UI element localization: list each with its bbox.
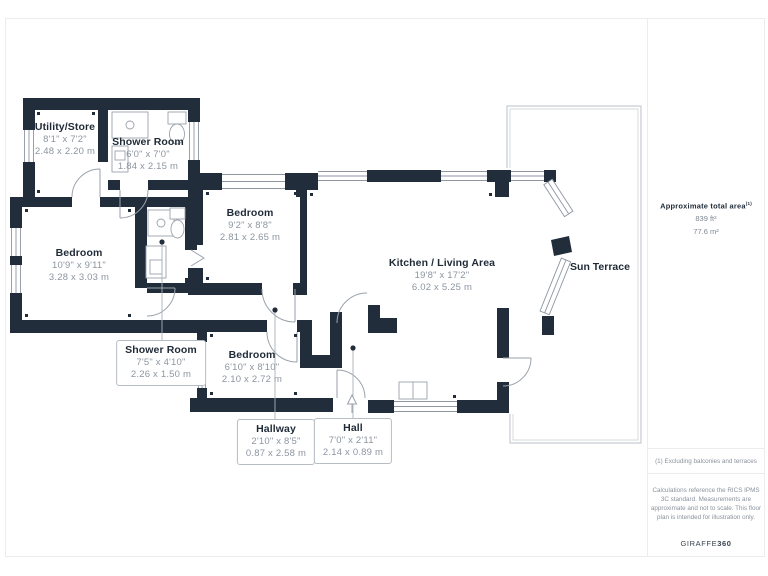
room-label-bedroom-middle: Bedroom 9'2" x 8'8" 2.81 x 2.65 m (220, 207, 280, 244)
leader-lines (159, 239, 356, 425)
room-dim-metric: 2.81 x 2.65 m (219, 232, 281, 243)
room-name: Hall (343, 422, 363, 434)
room-dim-metric: 2.14 x 0.89 m (322, 447, 384, 458)
walls (10, 98, 572, 413)
room-dim-imperial: 10'9" x 9'11" (51, 260, 106, 271)
room-name: Bedroom (228, 349, 276, 361)
callout-hallway: Hallway 2'10" x 8'5" 0.87 x 2.58 m (236, 419, 316, 465)
sun-terrace-outline (506, 105, 642, 444)
room-label-bedroom-left: Bedroom 10'9" x 9'11" 3.28 x 3.03 m (49, 247, 109, 284)
kitchen-door-arc (336, 292, 368, 324)
callout-hall: Hall 7'0" x 2'11" 2.14 x 0.89 m (313, 418, 393, 464)
room-name: Hallway (256, 423, 296, 435)
disclaimer-text: Calculations reference the RICS IPMS 3C … (650, 487, 762, 521)
room-dim-imperial: 2'10" x 8'5" (251, 436, 301, 447)
room-dim-metric: 0.87 x 2.58 m (245, 448, 307, 459)
toilet-bottom-tank (169, 207, 186, 220)
room-dim-metric: 3.28 x 3.03 m (48, 272, 110, 283)
callout-shower-room-bottom: Shower Room 7'5" x 4'10" 2.26 x 1.50 m (116, 340, 206, 386)
room-dim-metric: 2.26 x 1.50 m (130, 369, 192, 380)
room-label-shower-room-top: Shower Room 6'0" x 7'0" 1.84 x 2.15 m (112, 136, 184, 173)
room-name: Bedroom (55, 247, 103, 259)
room-dim-imperial: 7'0" x 2'11" (328, 435, 378, 446)
total-area-m: 77.6 m² (693, 226, 719, 236)
room-dim-imperial: 9'2" x 8'8" (228, 220, 272, 231)
room-name: Sun Terrace (570, 261, 630, 273)
room-dim-metric: 6.02 x 5.25 m (411, 282, 473, 293)
room-label-sun-terrace: Sun Terrace (570, 261, 630, 273)
room-dim-metric: 2.10 x 2.72 m (221, 374, 283, 385)
page-frame-lines (5, 18, 765, 557)
total-area-ft: 839 ft² (695, 213, 717, 223)
room-dim-imperial: 19'8" x 17'2" (414, 270, 470, 281)
utility-door-arc (71, 168, 101, 198)
entrance-arrow (346, 393, 358, 413)
fixtures (111, 111, 428, 400)
terrace-door-arc (502, 357, 532, 387)
total-area-block: Approximate total area(1) 839 ft² 77.6 m… (660, 199, 752, 238)
doors (71, 168, 532, 399)
brand-suffix: 360 (717, 539, 732, 548)
room-dim-imperial: 6'10" x 8'10" (224, 362, 280, 373)
folding-door (190, 249, 205, 267)
room-dim-metric: 2.48 x 2.20 m (34, 146, 96, 157)
total-area-label: Approximate total area (660, 201, 746, 211)
room-label-utility-store: Utility/Store 8'1" x 7'2" 2.48 x 2.20 m (35, 121, 95, 158)
corner-ticks (25, 112, 492, 398)
room-label-kitchen-living: Kitchen / Living Area 19'8" x 17'2" 6.02… (389, 257, 495, 294)
room-dim-metric: 1.84 x 2.15 m (117, 161, 179, 172)
room-dim-imperial: 7'5" x 4'10" (136, 357, 186, 368)
room-label-bedroom-bottom: Bedroom 6'10" x 8'10" 2.10 x 2.72 m (222, 349, 282, 386)
toilet-top-bowl (169, 123, 185, 145)
room-name: Shower Room (112, 136, 184, 148)
room-dim-imperial: 8'1" x 7'2" (43, 134, 87, 145)
entry-door-arc (336, 369, 366, 399)
brand-name: GIRAFFE (680, 539, 718, 548)
giraffe360-logo: GIRAFFE360 (680, 539, 731, 548)
room-name: Utility/Store (34, 121, 96, 133)
bedroom-left-door-arc (146, 287, 176, 317)
room-name: Kitchen / Living Area (388, 257, 496, 269)
shower-top-door-arc (119, 189, 149, 219)
room-name: Shower Room (125, 344, 197, 356)
total-area-superscript: (1) (745, 201, 752, 206)
toilet-top-tank (167, 111, 187, 125)
footnote-text: (1) Excluding balconies and terraces (655, 458, 757, 465)
room-name: Bedroom (226, 207, 274, 219)
room-dim-imperial: 6'0" x 7'0" (126, 149, 170, 160)
toilet-bottom-bowl (170, 219, 185, 239)
bedroom-mid-door-arc (261, 288, 296, 323)
total-area-title: Approximate total area(1) (660, 199, 752, 212)
